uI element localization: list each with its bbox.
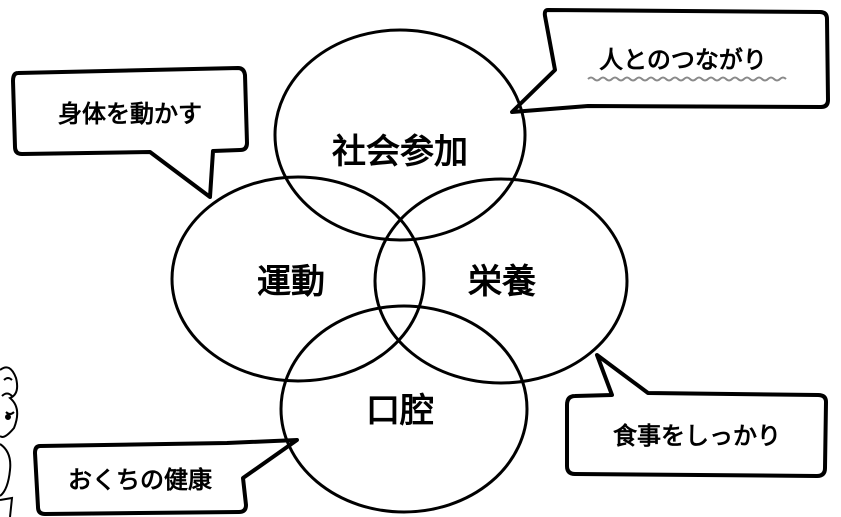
callout-nutrition-text: 食事をしっかり [613, 422, 781, 450]
callout-social: 人とのつながり [510, 8, 830, 114]
venn-circles [170, 28, 629, 514]
callout-exercise-bubble [11, 66, 249, 199]
callout-nutrition: 食事をしっかり [565, 353, 828, 478]
callout-oral-bubble [33, 438, 299, 516]
callout-oral: おくちの健康 [33, 438, 299, 516]
circle-exercise [170, 175, 426, 383]
circle-oral-label: 口腔 [366, 391, 434, 431]
circle-nutrition-label: 栄養 [468, 262, 536, 302]
callout-social-text: 人とのつながり [599, 46, 767, 74]
callout-nutrition-bubble [565, 353, 828, 478]
callout-exercise-text: 身体を動かす [58, 100, 202, 128]
callout-social-underline [587, 76, 787, 82]
circle-oral [279, 304, 529, 514]
circle-exercise-label: 運動 [257, 262, 325, 302]
callout-oral-text: おくちの健康 [68, 466, 213, 494]
character-illustration [0, 366, 19, 517]
callout-exercise: 身体を動かす [11, 66, 249, 199]
circle-nutrition [373, 177, 629, 385]
circle-social-label: 社会参加 [332, 132, 468, 172]
callout-social-bubble [510, 8, 830, 114]
circle-social [273, 28, 527, 242]
